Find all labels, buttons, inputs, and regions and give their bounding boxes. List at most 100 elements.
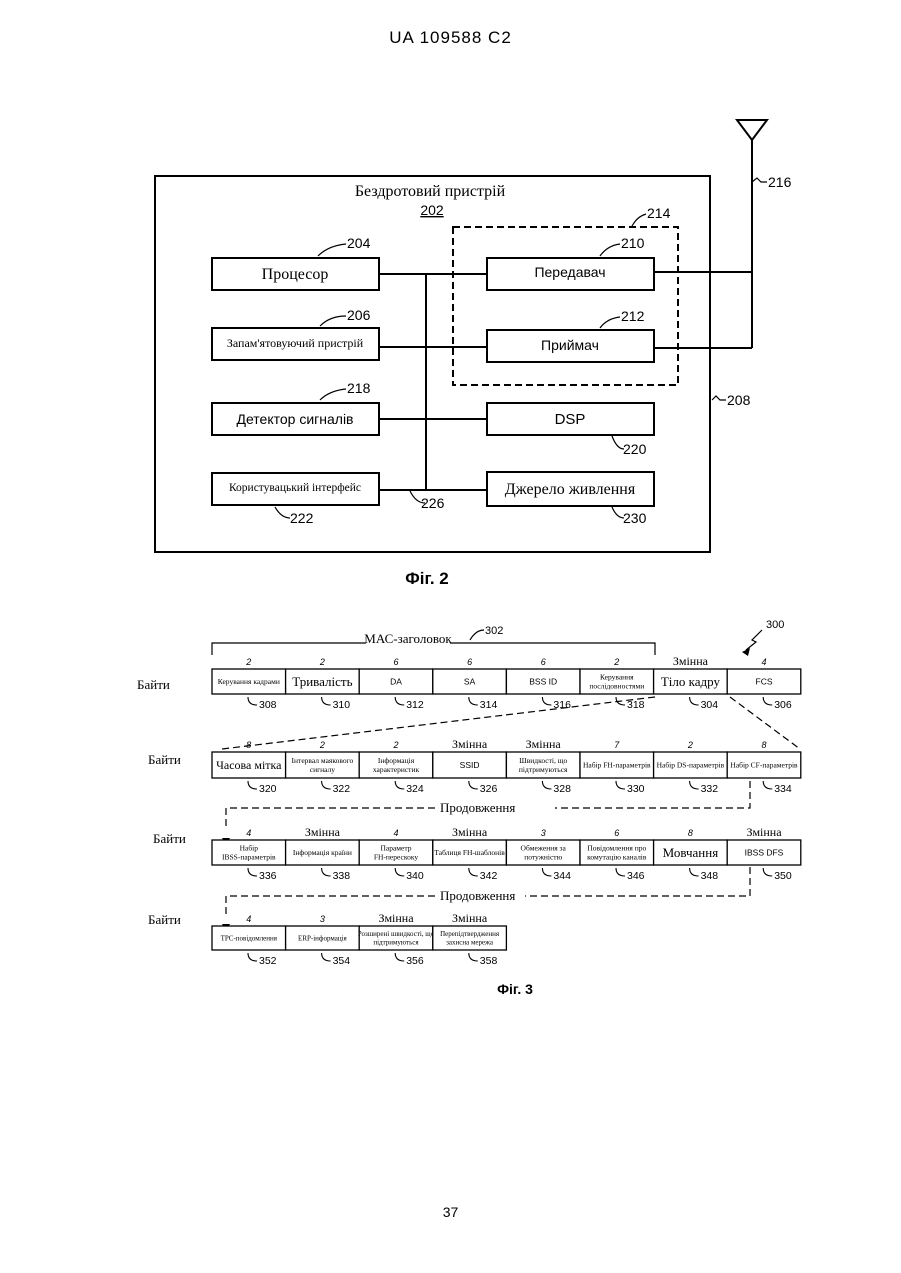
field-size: 2	[245, 657, 251, 667]
bytes-label: Байти	[137, 677, 170, 692]
field-label: Часова мітка	[216, 758, 282, 772]
field-ref-number: 350	[774, 870, 792, 882]
field-label: підтримуються	[519, 765, 568, 774]
ref-leader	[616, 868, 625, 876]
field-size: 2	[613, 657, 619, 667]
field-label: Мовчання	[663, 845, 719, 860]
continuation-label: Продовження	[440, 800, 515, 815]
ref-leader	[763, 781, 772, 789]
ref-leader	[542, 697, 551, 705]
field-label: Параметр	[380, 844, 411, 853]
field-size: Змінна	[378, 911, 414, 925]
field-label: Набір	[240, 844, 259, 853]
field-label: Керування	[600, 673, 634, 682]
field-label: Перепідтвердження	[440, 930, 500, 938]
ref-leader	[469, 781, 478, 789]
ref-leader	[322, 868, 331, 876]
field-size: 8	[688, 828, 693, 838]
field-label: ERP-інформація	[298, 934, 347, 942]
field-size: Змінна	[673, 654, 709, 668]
field-ref-number: 342	[480, 870, 498, 882]
bytes-label: Байти	[153, 831, 186, 846]
field-label: Обмеження за	[521, 844, 567, 853]
field-ref-number: 324	[406, 783, 424, 795]
field-ref-number: 318	[627, 699, 645, 711]
field-ref-number: 310	[333, 699, 351, 711]
field-size: 2	[319, 657, 325, 667]
figure-3-ref: 300	[766, 619, 784, 631]
field-ref-number: 352	[259, 955, 277, 967]
field-ref-number: 314	[480, 699, 498, 711]
ref-leader	[248, 868, 257, 876]
field-label: Тривалість	[292, 674, 352, 689]
field-label: SSID	[460, 760, 480, 770]
field-size: Змінна	[305, 825, 341, 839]
field-label: SA	[464, 676, 476, 686]
ref-leader	[322, 697, 331, 705]
field-label: Таблиця FH-шаблонів	[434, 848, 505, 857]
field-label: комутацію каналів	[587, 853, 647, 862]
field-size: 4	[393, 828, 398, 838]
ref-leader	[542, 868, 551, 876]
ref-leader	[690, 697, 699, 705]
field-label: Тіло кадру	[661, 674, 721, 689]
field-ref-number: 316	[553, 699, 571, 711]
ref-leader	[469, 697, 478, 705]
field-ref-number: 332	[701, 783, 719, 795]
field-size: 6	[393, 657, 398, 667]
field-size: 6	[541, 657, 546, 667]
field-ref-number: 330	[627, 783, 645, 795]
field-size: 6	[614, 828, 619, 838]
field-ref-number: 328	[553, 783, 571, 795]
field-size: Змінна	[526, 737, 562, 751]
field-label: FCS	[756, 676, 773, 686]
field-label: Інформація країни	[293, 848, 352, 857]
field-ref-number: 312	[406, 699, 424, 711]
field-ref-number: 336	[259, 870, 277, 882]
field-ref-number: 340	[406, 870, 424, 882]
ref-leader	[763, 868, 772, 876]
bytes-label: Байти	[148, 752, 181, 767]
field-label: сигналу	[310, 765, 336, 774]
ref-leader	[542, 781, 551, 789]
ref-leader	[395, 697, 404, 705]
field-label: підтримуються	[373, 939, 419, 947]
field-label: характеристик	[373, 765, 420, 774]
field-size: Змінна	[452, 911, 488, 925]
field-ref-number: 346	[627, 870, 645, 882]
field-label: IBSS DFS	[745, 847, 784, 857]
field-ref-number: 304	[701, 699, 719, 711]
ref-leader	[616, 781, 625, 789]
field-size: 8	[246, 740, 251, 750]
field-size: 2	[319, 740, 325, 750]
ref-leader	[763, 697, 772, 705]
field-label: Набір DS-параметрів	[657, 761, 725, 770]
field-label: Набір CF-параметрів	[730, 761, 798, 770]
ref-leader	[395, 953, 404, 961]
field-size: Змінна	[452, 825, 488, 839]
field-size: 3	[541, 828, 546, 838]
field-size: 4	[246, 828, 251, 838]
field-ref-number: 356	[406, 955, 424, 967]
field-ref-number: 344	[553, 870, 571, 882]
field-label: FH-перескоку	[374, 853, 419, 862]
arrow-head-icon	[742, 648, 750, 656]
ref-leader	[248, 781, 257, 789]
field-label: послідовностями	[589, 682, 644, 691]
field-ref-number: 358	[480, 955, 498, 967]
field-label: Інтервал маякового	[292, 756, 354, 765]
field-ref-number: 354	[333, 955, 351, 967]
page-number: 37	[0, 1204, 901, 1220]
ref-leader	[322, 953, 331, 961]
figure-3-caption: Фіг. 3	[497, 981, 533, 997]
field-ref-number: 326	[480, 783, 498, 795]
field-ref-number: 306	[774, 699, 792, 711]
field-label: Керування кадрами	[218, 677, 280, 686]
field-ref-number: 322	[333, 783, 351, 795]
field-label: потужністю	[524, 853, 562, 862]
field-label: IBSS-параметрів	[222, 853, 276, 862]
field-size: 3	[320, 914, 325, 924]
mac-header-label: МАС-заголовок	[364, 631, 452, 646]
field-label: Інформація	[378, 756, 415, 765]
